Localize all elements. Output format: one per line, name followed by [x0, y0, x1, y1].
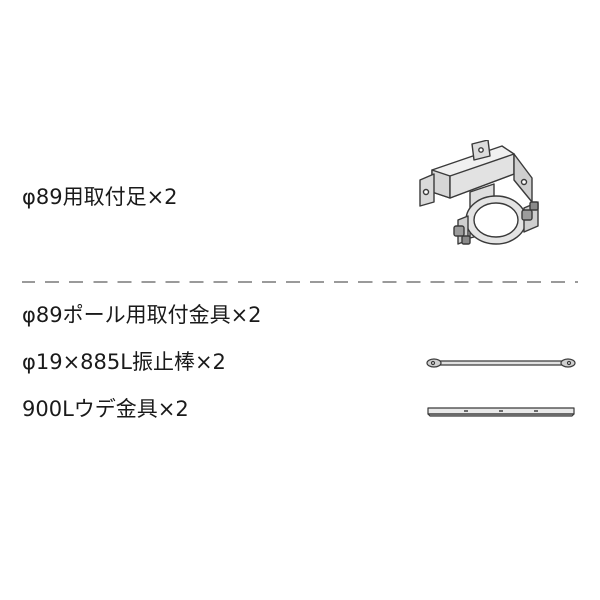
- part-label-mounting-foot: φ89用取付足×2: [22, 185, 178, 209]
- arm-bracket-icon: [427, 407, 575, 417]
- brace-rod-icon: [426, 358, 576, 368]
- part-label-brace-rod: φ19×885L振止棒×2: [22, 350, 226, 374]
- part-label-pole-fitting: φ89ポール用取付金具×2: [22, 303, 262, 327]
- mounting-foot-bracket-icon: [419, 140, 539, 245]
- part-label-arm-bracket: 900Lウデ金具×2: [22, 397, 189, 421]
- section-divider: [22, 281, 578, 283]
